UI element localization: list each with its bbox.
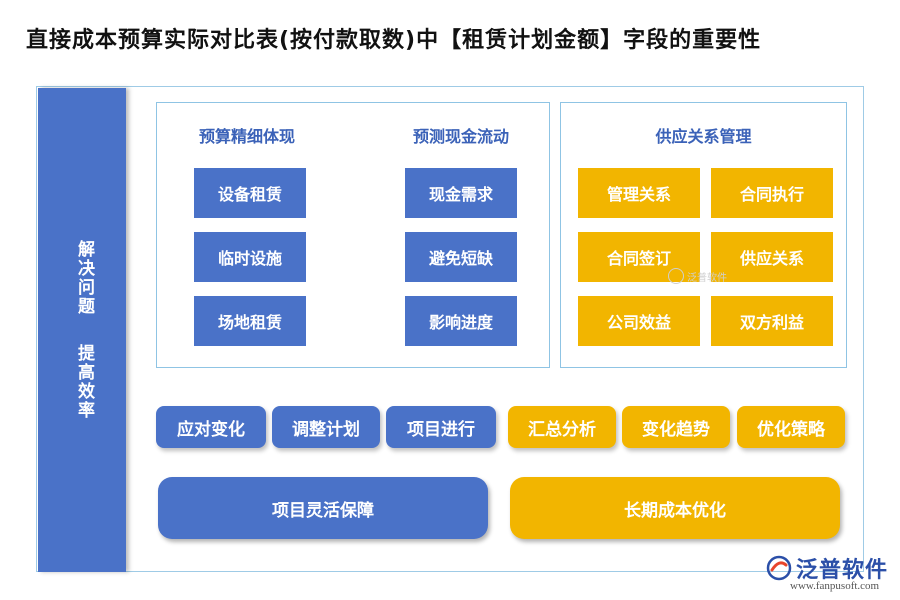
watermark: 泛普软件 bbox=[668, 268, 727, 284]
left-label-1: 解决问题 bbox=[74, 240, 94, 316]
box-avoid-shortage: 避免短缺 bbox=[405, 232, 517, 282]
panel-budget-cashflow: 预算精细体现 预测现金流动 设备租赁 临时设施 场地租赁 现金需求 避免短缺 影… bbox=[156, 102, 550, 368]
box-change-trend: 变化趋势 bbox=[622, 406, 730, 448]
box-site-lease: 场地租赁 bbox=[194, 296, 306, 346]
box-project-progress: 项目进行 bbox=[386, 406, 496, 448]
box-optimize-strategy: 优化策略 bbox=[737, 406, 845, 448]
box-manage-relations: 管理关系 bbox=[578, 168, 700, 218]
panel-head-budget: 预算精细体现 bbox=[198, 127, 295, 146]
diagram-frame bbox=[36, 86, 864, 572]
box-contract-execution: 合同执行 bbox=[711, 168, 833, 218]
box-company-benefit: 公司效益 bbox=[578, 296, 700, 346]
box-temporary-facilities: 临时设施 bbox=[194, 232, 306, 282]
brand-logo: 泛普软件 bbox=[766, 552, 888, 584]
box-respond-change: 应对变化 bbox=[156, 406, 266, 448]
box-adjust-plan: 调整计划 bbox=[272, 406, 380, 448]
box-summary-analysis: 汇总分析 bbox=[508, 406, 616, 448]
box-cash-demand: 现金需求 bbox=[405, 168, 517, 218]
box-long-term-cost: 长期成本优化 bbox=[510, 477, 840, 539]
box-supply-relations: 供应关系 bbox=[711, 232, 833, 282]
left-side-bar: 解决问题 提高效率 bbox=[38, 88, 126, 572]
box-equipment-lease: 设备租赁 bbox=[194, 168, 306, 218]
left-label-2: 提高效率 bbox=[74, 344, 94, 420]
box-project-flexibility: 项目灵活保障 bbox=[158, 477, 488, 539]
brand-name: 泛普软件 bbox=[796, 558, 889, 583]
page-title: 直接成本预算实际对比表(按付款取数)中【租赁计划金额】字段的重要性 bbox=[26, 28, 762, 53]
brand-url: www.fanpusoft.com bbox=[790, 580, 880, 592]
watermark-text: 泛普软件 bbox=[687, 272, 727, 284]
box-mutual-benefit: 双方利益 bbox=[711, 296, 833, 346]
box-affect-progress: 影响进度 bbox=[405, 296, 517, 346]
panel-head-supply: 供应关系管理 bbox=[655, 127, 752, 146]
brand-logo-icon bbox=[766, 555, 792, 581]
panel-head-cashflow: 预测现金流动 bbox=[412, 127, 509, 146]
panel-supply-relations: 供应关系管理 管理关系 合同执行 合同签订 供应关系 公司效益 双方利益 bbox=[560, 102, 847, 368]
watermark-logo-icon bbox=[668, 268, 684, 284]
